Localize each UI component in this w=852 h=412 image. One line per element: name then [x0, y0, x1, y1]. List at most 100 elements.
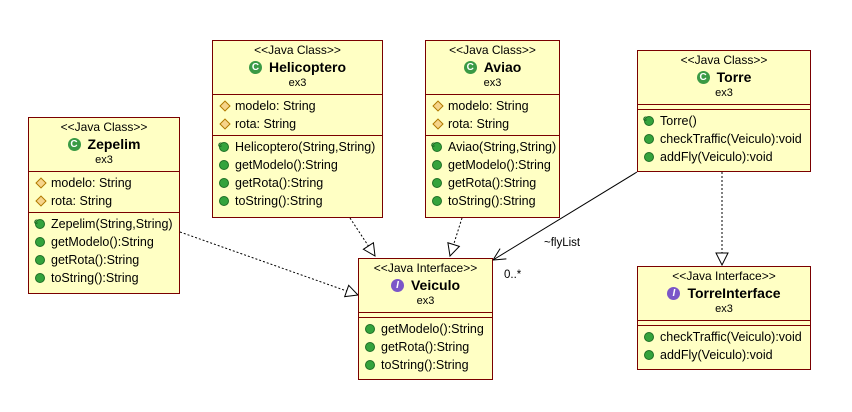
- realization-zepelim-veiculo: [179, 231, 358, 295]
- fields-section: modelo: String rota: String: [29, 172, 179, 213]
- method-icon: [365, 324, 375, 334]
- interface-name: TorreInterface: [687, 285, 781, 301]
- method-row: getModelo():String: [29, 233, 179, 251]
- method-icon: [432, 160, 442, 170]
- class-header: <<Java Class>> C Zepelim ex3: [29, 118, 179, 172]
- interface-header: <<Java Interface>> I TorreInterface ex3: [638, 267, 810, 321]
- method-row: getRota():String: [359, 338, 492, 356]
- method-icon: [219, 178, 229, 188]
- methods-section: Torre() checkTraffic(Veiculo):void addFl…: [638, 110, 810, 168]
- fields-section: [638, 321, 810, 326]
- method-icon: [35, 237, 45, 247]
- stereotype-label: <<Java Class>>: [680, 53, 768, 67]
- class-name: Zepelim: [87, 136, 141, 152]
- constructor-row: Helicoptero(String,String): [213, 136, 382, 156]
- fields-section: [638, 105, 810, 110]
- package-label: ex3: [715, 87, 733, 99]
- stereotype-label: <<Java Class>>: [449, 43, 536, 57]
- methods-section: getModelo():String getRota():String toSt…: [359, 318, 492, 376]
- constructor-row: Aviao(String,String): [426, 136, 559, 156]
- method-row: getRota():String: [426, 174, 559, 192]
- method-icon: [35, 255, 45, 265]
- methods-section: Zepelim(String,String) getModelo():Strin…: [29, 213, 179, 289]
- realization-helicoptero-veiculo: [349, 217, 375, 256]
- stereotype-label: <<Java Class>>: [60, 120, 148, 134]
- field-icon: [432, 100, 444, 112]
- constructor-row: Torre(): [638, 110, 810, 130]
- field-row: modelo: String: [213, 97, 382, 115]
- field-icon: [219, 118, 231, 130]
- method-row: toString():String: [359, 356, 492, 374]
- method-icon: [644, 332, 654, 342]
- realization-aviao-veiculo: [450, 217, 463, 256]
- stereotype-label: <<Java Interface>>: [373, 261, 478, 275]
- method-row: getRota():String: [213, 174, 382, 192]
- class-header: <<Java Class>> C Torre ex3: [638, 51, 810, 105]
- field-icon: [219, 100, 231, 112]
- class-icon: C: [67, 137, 81, 151]
- class-torre[interactable]: <<Java Class>> C Torre ex3 Torre() checkT…: [637, 50, 811, 172]
- association-torre-veiculo: [493, 171, 638, 260]
- method-icon: [432, 178, 442, 188]
- methods-section: checkTraffic(Veiculo):void addFly(Veicul…: [638, 326, 810, 366]
- package-label: ex3: [715, 303, 733, 315]
- method-row: addFly(Veiculo):void: [638, 346, 810, 364]
- stereotype-label: <<Java Interface>>: [672, 269, 776, 283]
- class-name: Helicoptero: [268, 59, 346, 75]
- field-icon: [432, 118, 444, 130]
- constructor-icon: [431, 136, 442, 154]
- method-icon: [365, 342, 375, 352]
- class-header: <<Java Class>> C Helicoptero ex3: [213, 41, 382, 95]
- field-icon: [35, 177, 47, 189]
- method-row: checkTraffic(Veiculo):void: [638, 130, 810, 148]
- method-row: toString():String: [426, 192, 559, 210]
- fields-section: modelo: String rota: String: [213, 95, 382, 136]
- constructor-icon: [643, 110, 654, 128]
- method-icon: [644, 152, 654, 162]
- method-row: toString():String: [213, 192, 382, 210]
- constructor-icon: [218, 136, 229, 154]
- method-row: getModelo():String: [213, 156, 382, 174]
- method-row: toString():String: [29, 269, 179, 287]
- association-role-label: ~flyList: [544, 237, 581, 249]
- constructor-row: Zepelim(String,String): [29, 213, 179, 233]
- field-row: rota: String: [29, 192, 179, 210]
- methods-section: Helicoptero(String,String) getModelo():S…: [213, 136, 382, 212]
- method-row: getModelo():String: [359, 320, 492, 338]
- method-icon: [219, 160, 229, 170]
- class-icon: C: [463, 60, 477, 74]
- class-icon: C: [696, 70, 710, 84]
- stereotype-label: <<Java Class>>: [254, 43, 341, 57]
- interface-icon: I: [390, 278, 404, 292]
- association-multiplicity-label: 0..*: [504, 269, 522, 281]
- field-row: modelo: String: [426, 97, 559, 115]
- interface-torreinterface[interactable]: <<Java Interface>> I TorreInterface ex3 c…: [637, 266, 811, 370]
- fields-section: modelo: String rota: String: [426, 95, 559, 136]
- method-icon: [365, 360, 375, 370]
- method-icon: [644, 350, 654, 360]
- class-zepelim[interactable]: <<Java Class>> C Zepelim ex3 modelo: Stri…: [28, 117, 180, 294]
- class-icon: C: [248, 60, 262, 74]
- class-name: Torre: [716, 69, 752, 85]
- method-icon: [432, 196, 442, 206]
- field-icon: [35, 195, 47, 207]
- method-row: checkTraffic(Veiculo):void: [638, 328, 810, 346]
- package-label: ex3: [416, 295, 435, 307]
- method-row: addFly(Veiculo):void: [638, 148, 810, 166]
- method-row: getModelo():String: [426, 156, 559, 174]
- constructor-icon: [34, 213, 45, 231]
- method-icon: [35, 273, 45, 283]
- interface-icon: I: [667, 286, 681, 300]
- field-row: rota: String: [426, 115, 559, 133]
- package-label: ex3: [95, 154, 113, 166]
- class-helicoptero[interactable]: <<Java Class>> C Helicoptero ex3 modelo: …: [212, 40, 383, 218]
- field-row: rota: String: [213, 115, 382, 133]
- fields-section: [359, 313, 492, 318]
- field-row: modelo: String: [29, 174, 179, 192]
- method-icon: [219, 196, 229, 206]
- package-label: ex3: [288, 77, 307, 89]
